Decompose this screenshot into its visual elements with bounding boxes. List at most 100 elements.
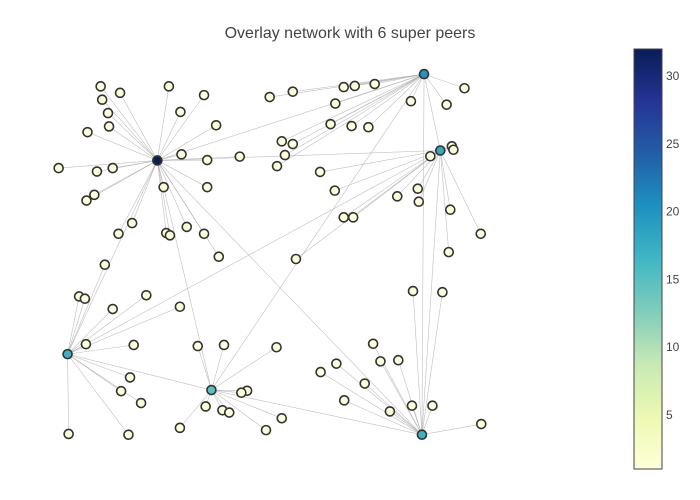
peer-node xyxy=(128,339,140,351)
edge-line xyxy=(157,111,181,161)
peer-node xyxy=(329,185,341,196)
edge-line xyxy=(334,150,441,191)
edge-line xyxy=(284,73,425,156)
peer-node xyxy=(407,285,419,297)
edges-layer xyxy=(58,73,482,436)
peer-node xyxy=(135,397,147,409)
peer-node xyxy=(475,228,487,240)
peer-node xyxy=(89,189,100,201)
edge-line xyxy=(67,344,134,355)
edge-line xyxy=(354,73,425,87)
peer-node xyxy=(459,82,470,94)
super-edge-line xyxy=(211,389,423,436)
edge-line xyxy=(107,112,158,161)
peer-node xyxy=(158,181,169,193)
edge-line xyxy=(67,298,86,355)
edge-line xyxy=(67,308,113,355)
peer-node xyxy=(53,162,64,174)
super-peer-node xyxy=(206,384,217,396)
edge-line xyxy=(380,361,423,435)
edge-line xyxy=(211,346,277,391)
chart-title: Overlay network with 6 super peers xyxy=(224,25,476,42)
edge-line xyxy=(67,354,69,434)
super-edge-line xyxy=(157,73,425,161)
edge-line xyxy=(292,73,425,145)
super-edge-line xyxy=(211,73,425,391)
peer-node xyxy=(99,259,111,271)
colorbar-tick-label: 10 xyxy=(666,340,680,354)
super-peer-node xyxy=(62,348,73,360)
edge-line xyxy=(67,353,131,378)
edge-line xyxy=(67,353,142,404)
colorbar-tick-label: 25 xyxy=(666,137,680,151)
edge-line xyxy=(440,150,450,253)
edge-line xyxy=(211,389,267,431)
edge-line xyxy=(320,371,423,435)
peer-node xyxy=(82,126,93,138)
peer-node xyxy=(176,149,187,160)
peer-node xyxy=(107,162,119,174)
super-edge-line xyxy=(157,160,212,391)
super-edge-line xyxy=(67,150,441,355)
edge-line xyxy=(157,94,205,161)
peer-node xyxy=(444,204,456,216)
edge-line xyxy=(157,125,217,161)
super-edge-line xyxy=(421,74,425,435)
peer-node xyxy=(198,228,210,240)
edge-line xyxy=(389,411,423,435)
peer-node xyxy=(314,166,326,178)
peer-node xyxy=(325,118,336,130)
peer-node xyxy=(405,95,417,107)
peer-node xyxy=(234,151,246,162)
edge-line xyxy=(179,389,212,429)
peer-node xyxy=(315,366,326,378)
peer-node xyxy=(347,212,359,223)
peer-node xyxy=(367,338,379,350)
colorbar-tick-label: 30 xyxy=(666,69,680,83)
peer-node xyxy=(359,378,371,389)
colorbar-tick-label: 20 xyxy=(666,205,680,219)
edge-line xyxy=(336,363,423,435)
peer-node xyxy=(349,80,361,92)
edge-line xyxy=(320,150,441,173)
peer-node xyxy=(279,149,291,161)
peer-node xyxy=(338,212,350,223)
nodes-layer xyxy=(53,68,487,441)
super-edge-line xyxy=(423,74,441,151)
peer-node xyxy=(175,106,186,118)
colorbar-tick-label: 15 xyxy=(666,272,680,286)
peer-node xyxy=(96,94,108,106)
peer-node xyxy=(363,121,374,133)
edge-line xyxy=(67,296,80,355)
edge-line xyxy=(157,160,208,188)
edge-line xyxy=(58,160,158,169)
edge-line xyxy=(295,150,441,260)
edge-line xyxy=(157,86,170,161)
peer-node xyxy=(287,86,299,97)
peer-node xyxy=(126,217,138,229)
edge-line xyxy=(157,160,167,234)
peer-node xyxy=(375,356,386,367)
peer-node xyxy=(95,81,106,92)
peer-node xyxy=(425,150,436,162)
edge-line xyxy=(412,291,423,435)
super-edge-line xyxy=(421,150,441,435)
super-edge-line xyxy=(67,160,158,355)
peer-node xyxy=(201,154,213,166)
peer-node xyxy=(141,289,152,301)
peer-node xyxy=(114,87,126,99)
super-peer-node xyxy=(435,145,446,156)
peer-node xyxy=(236,387,247,399)
super-peer-node xyxy=(152,155,163,166)
edge-line xyxy=(368,73,425,128)
peer-node xyxy=(437,286,448,298)
edge-line xyxy=(157,160,171,236)
edge-line xyxy=(87,131,158,161)
edge-line xyxy=(351,73,425,127)
peer-node xyxy=(115,385,127,397)
super-edge-line xyxy=(67,353,212,391)
edge-line xyxy=(440,150,451,210)
colorbar-gradient xyxy=(633,48,663,470)
